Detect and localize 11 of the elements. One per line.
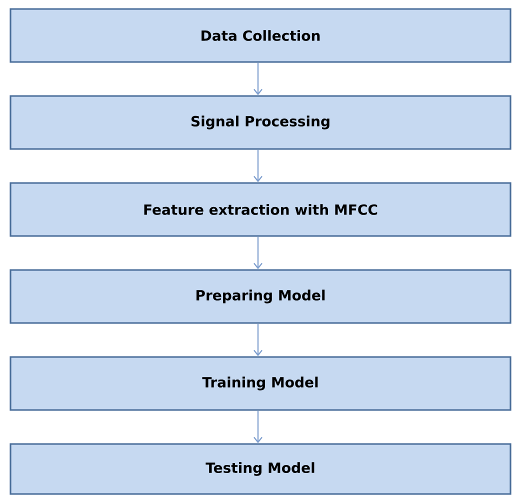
process-box: Signal Processing: [10, 95, 512, 150]
process-box: Data Collection: [10, 8, 512, 63]
arrow: [254, 150, 262, 182]
process-box: Preparing Model: [10, 269, 512, 324]
process-box: Testing Model: [10, 443, 512, 495]
process-box: Training Model: [10, 356, 512, 411]
arrow: [254, 410, 262, 444]
arrow: [254, 236, 262, 270]
arrow: [254, 324, 262, 356]
arrow: [254, 62, 262, 96]
process-box: Feature extraction with MFCC: [10, 182, 512, 237]
